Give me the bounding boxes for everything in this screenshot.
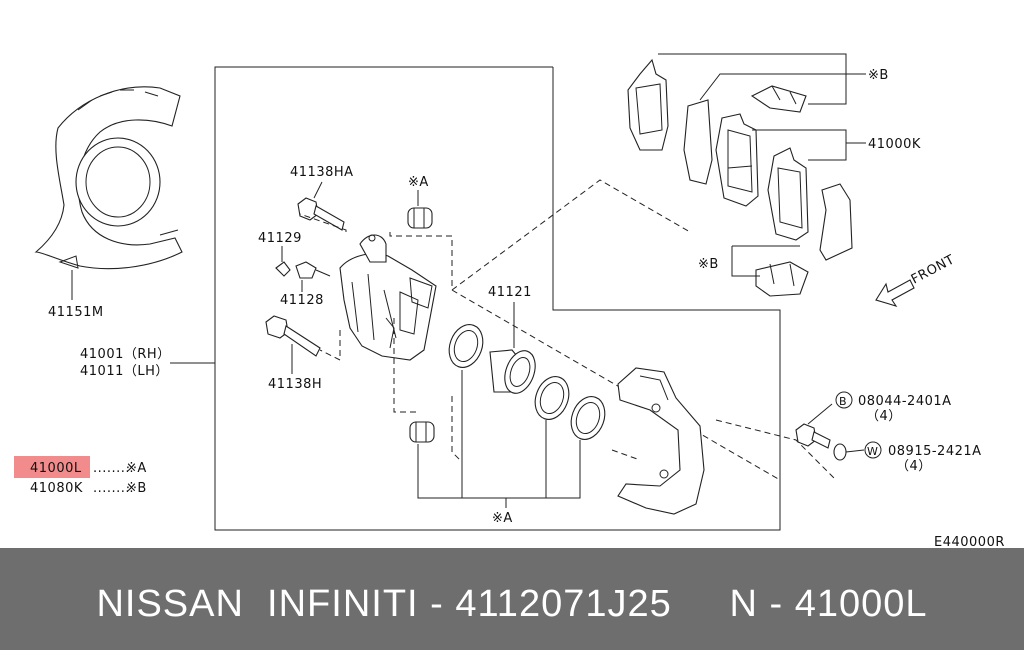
legend-row-1[interactable]: 41000L ........ ※A: [30, 461, 147, 476]
label-41128: 41128: [280, 293, 324, 308]
outer-shim: [627, 58, 669, 151]
note-b-top: ※B: [868, 68, 889, 83]
piston-41121: [489, 349, 536, 394]
legend-dots: ........: [93, 461, 130, 476]
label-41138h: 41138H: [268, 377, 322, 392]
mounting-bolt: [795, 423, 831, 449]
piston-seal: [448, 324, 484, 368]
pad-clip-upper: [750, 85, 807, 113]
outer-pad-plate: [683, 99, 713, 185]
pin-bolt-41138h: [265, 315, 321, 357]
washer-quantity: （4）: [896, 459, 932, 474]
legend-mark: ※B: [126, 481, 147, 496]
pad-clip-lower: [755, 261, 809, 297]
footer-title: NISSAN INFINITI - 4112071J25 N - 41000L: [96, 583, 928, 625]
footer-bar: NISSAN INFINITI - 4112071J25 N - 41000L: [0, 548, 1024, 650]
note-a-top: ※A: [408, 175, 429, 190]
marker-b: B: [839, 395, 847, 408]
bleeder-cap-41129: [275, 261, 291, 277]
outer-pad: [767, 147, 809, 241]
dust-shield: [34, 86, 183, 270]
label-41001: 41001（RH）: [80, 347, 171, 362]
pin-boot-lower: [409, 421, 435, 443]
legend-part-41000l[interactable]: 41000L: [30, 461, 82, 476]
label-41138ha: 41138HA: [290, 165, 354, 180]
piston-ring: [570, 396, 606, 440]
pin-boot-upper: [407, 207, 433, 229]
caliper-body: [339, 234, 437, 361]
pin-bolt-41138ha: [297, 197, 345, 231]
note-b-bottom: ※B: [698, 257, 719, 272]
label-41121: 41121: [488, 285, 532, 300]
legend-mark: ※A: [126, 461, 147, 476]
torque-member: [617, 367, 705, 515]
label-41000k: 41000K: [868, 137, 921, 152]
bolt-part-number: 08044-2401A: [858, 394, 952, 409]
assembly-frame: [214, 66, 781, 531]
marker-w: W: [867, 445, 878, 458]
legend-highlight: [14, 456, 90, 478]
label-41011: 41011（LH）: [80, 364, 169, 379]
diagram-code: E440000R: [934, 535, 1005, 548]
bleeder-screw-41128: [295, 261, 331, 279]
legend-row-2[interactable]: 41080K ........ ※B: [30, 481, 147, 496]
legend-part-41080k[interactable]: 41080K: [30, 481, 83, 496]
legend-dots: ........: [93, 481, 130, 496]
washer: [833, 443, 847, 461]
label-41129: 41129: [258, 231, 302, 246]
front-arrow-icon: [875, 279, 915, 307]
inner-pad: [715, 113, 759, 207]
brake-caliper-diagram: 41151M 41138HA 41129 41128 41138H: [14, 53, 1005, 548]
inner-shim: [819, 183, 853, 261]
washer-part-number: 08915-2421A: [888, 444, 982, 459]
piston-boot: [534, 376, 570, 420]
bolt-quantity: （4）: [866, 409, 902, 424]
front-label: FRONT: [909, 252, 957, 287]
label-41151m: 41151M: [48, 305, 104, 320]
note-a-bottom: ※A: [492, 511, 513, 526]
